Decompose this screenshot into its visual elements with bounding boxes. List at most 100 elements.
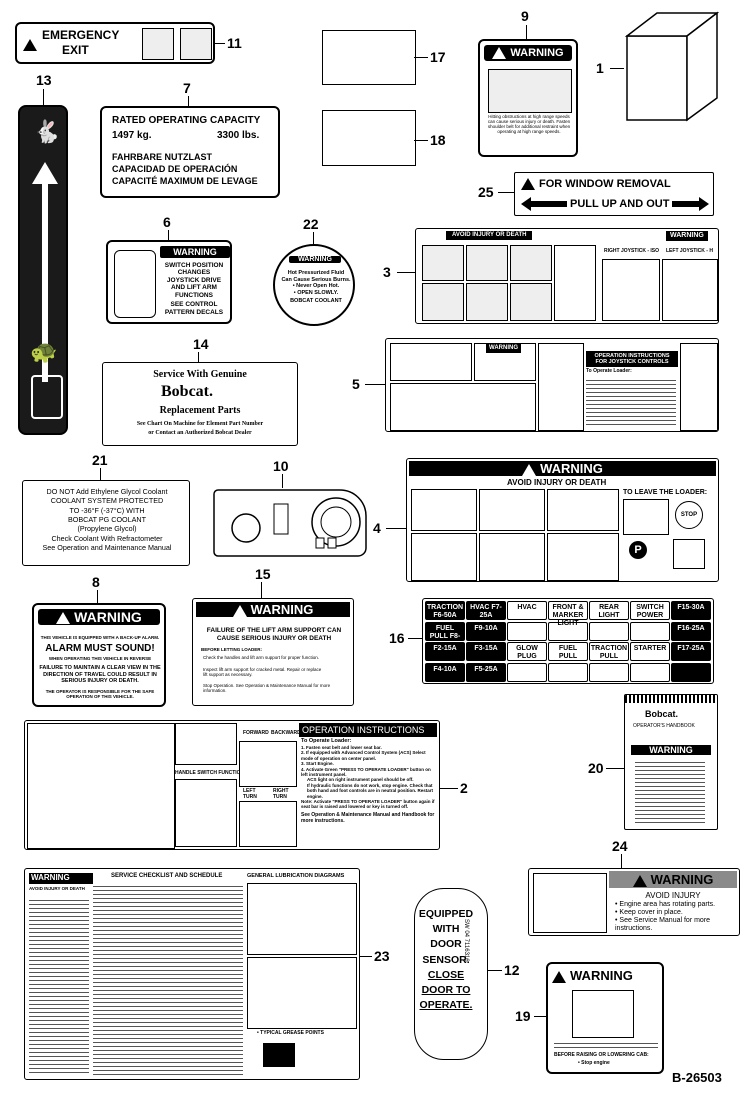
warning-block [474, 343, 536, 381]
lube-diagram-title: GENERAL LUBRICATION DIAGRAMS [247, 873, 345, 879]
operator-icon [466, 245, 508, 281]
decal-rotating-parts: WARNING AVOID INJURY • Engine area has r… [528, 868, 740, 936]
push-window-icon [180, 28, 212, 60]
decal-speed-strip: 🐇 🐢 [18, 105, 68, 435]
warning-triangle-icon [632, 874, 647, 887]
crush-icon [466, 283, 508, 321]
warning-text-lines [29, 897, 89, 1075]
callout-20: 20 [588, 760, 604, 776]
capacity-es: CAPACIDAD DE OPERACIÓN [112, 164, 238, 174]
capacity-de: FAHRBARE NUTZLAST [112, 152, 212, 162]
warning-header: WARNING [552, 968, 658, 983]
decal-backup-alarm: WARNING THIS VEHICLE IS EQUIPPED WITH A … [32, 603, 166, 707]
warning-triangle-icon [521, 178, 535, 191]
window-removal-line2: PULL UP AND OUT [567, 198, 673, 211]
schedule-text-lines [93, 883, 243, 1075]
decal-warning-avoid-death: WARNING AVOID INJURY OR DEATH TO LEAVE T… [406, 458, 719, 582]
speed-arrow [32, 162, 58, 382]
fuse-label [589, 621, 629, 641]
replacement-parts: Replacement Parts [159, 405, 241, 416]
warning-triangle-icon [522, 463, 537, 476]
lift-arm-line3: Check the handles and lift arm support f… [203, 655, 320, 660]
decal-rated-capacity: RATED OPERATING CAPACITY 1497 kg. 3300 l… [100, 106, 280, 198]
capacity-fr: CAPACITÉ MAXIMUM DE LEVAGE [112, 176, 258, 186]
warning-triangle-icon [232, 604, 247, 617]
callout-9: 9 [521, 8, 529, 24]
exit-icon [673, 539, 705, 569]
lift-arm-line4: Inspect lift arm support for cracked met… [203, 667, 322, 677]
fuse-label: STARTER [630, 642, 670, 661]
slope-icon [547, 533, 619, 581]
alarm-headline: ALARM MUST SOUND! [45, 643, 155, 654]
lift-arm-line1: FAILURE OF THE LIFT ARM SUPPORT CAN CAUS… [206, 627, 342, 642]
fuse-label: F4-10A [425, 662, 465, 682]
grease-points-label: • TYPICAL GREASE POINTS [257, 1030, 324, 1036]
left-joystick-diagram [662, 259, 718, 321]
belt-hazard-icon [533, 873, 607, 933]
warning-header: WARNING [609, 871, 737, 888]
turtle-icon: 🐢 [30, 339, 58, 364]
warning-triangle-icon [56, 612, 71, 625]
callout-17: 17 [430, 49, 446, 65]
handbook-title: OPERATOR'S HANDBOOK [633, 723, 695, 729]
fuse-label [671, 662, 711, 682]
instruction-text-lines [586, 377, 676, 427]
callout-13: 13 [36, 72, 52, 88]
fuse-label: TRACTION F6-50A [425, 601, 465, 620]
decal-raising-cab: WARNING BEFORE RAISING OR LOWERING CAB: … [546, 962, 664, 1074]
loader-obstruction-icon [488, 69, 572, 113]
backup-line1: THIS VEHICLE IS EQUIPPED WITH A BACK-UP … [40, 635, 160, 640]
decal-emergency-exit: EMERGENCY EXIT [15, 22, 215, 64]
fuse-label [630, 662, 670, 682]
decal-window-removal: FOR WINDOW REMOVAL PULL UP AND OUT [514, 172, 714, 216]
handbook-text-lines [635, 759, 705, 823]
handbook-brand: Bobcat. [645, 709, 679, 719]
callout-12: 12 [504, 962, 520, 978]
lower-arms-icon [623, 499, 669, 535]
lift-arm-line2: BEFORE LETTING LOADER: [201, 647, 262, 652]
avoid-injury-header: AVOID INJURY OR DEATH [446, 231, 533, 240]
warning-triangle-icon [492, 47, 507, 60]
backup-line2: WHEN OPERATING THIS VEHICLE IN REVERSE [48, 656, 152, 661]
callout-3: 3 [383, 264, 391, 280]
high-range-text: Hitting obstructions at high range speed… [487, 114, 571, 134]
bobcat-logo-icon [263, 1043, 295, 1067]
callout-16: 16 [389, 630, 405, 646]
callout-8: 8 [92, 574, 100, 590]
door-sensor-code: SW 04 7116316 [463, 919, 469, 962]
leave-loader-icons [554, 245, 596, 321]
decal-lift-arm-support: WARNING FAILURE OF THE LIFT ARM SUPPORT … [192, 598, 354, 706]
joystick-pattern-iso [538, 343, 584, 431]
manual-icon [422, 245, 464, 281]
fuse-label: TRACTION PULL [589, 642, 629, 661]
loader-grease-diagram-1 [247, 883, 357, 955]
genuine-line3: See Chart On Machine for Element Part Nu… [136, 421, 264, 427]
parking-brake-icon: P [629, 541, 647, 559]
handle-diagram [175, 723, 237, 765]
operators-handbook: Bobcat. OPERATOR'S HANDBOOK WARNING [624, 694, 718, 830]
fuse-label: F16-25A [671, 621, 711, 641]
drive-turn-diagram [239, 801, 297, 847]
callout-4: 4 [373, 520, 381, 536]
fuse-label: FUEL PULL [548, 642, 588, 661]
genuine-line4: or Contact an Authorized Bobcat Dealer [148, 430, 252, 436]
fuse-label: F3-15A [466, 642, 506, 661]
callout-1: 1 [596, 60, 604, 76]
exit-label: EXIT [62, 43, 89, 57]
fuse-label: SWITCH POWER [630, 601, 670, 620]
callout-25: 25 [478, 184, 494, 200]
callout-2: 2 [460, 780, 468, 796]
right-joystick-diagram [602, 259, 660, 321]
drive-forward-backward-diagram [239, 741, 297, 787]
decal-high-range-warning: WARNING Hitting obstructions at high ran… [478, 39, 578, 157]
slope-icon [510, 283, 552, 321]
fuse-label: F17-25A [671, 642, 711, 661]
loader-grease-diagram-2 [247, 957, 357, 1029]
callout-15: 15 [255, 566, 271, 582]
fuse-label [589, 662, 629, 682]
